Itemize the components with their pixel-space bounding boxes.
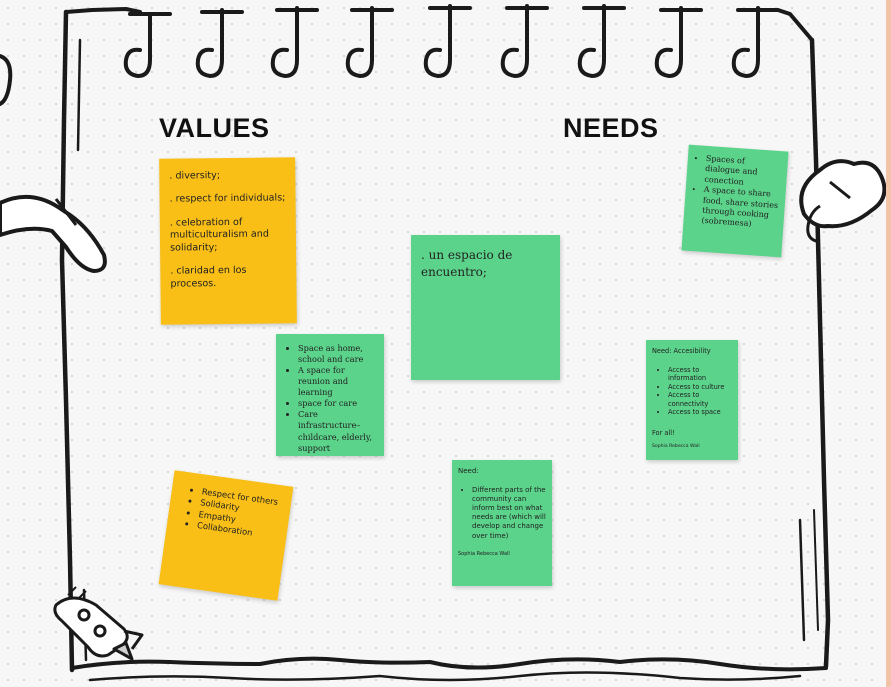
note-text: . un espacio de encuentro; bbox=[421, 248, 513, 279]
list-item: Access to space bbox=[668, 408, 732, 417]
list-item: Access to culture bbox=[668, 383, 732, 392]
note-footer: For all! bbox=[652, 428, 675, 437]
note-title: Need: Accesibility bbox=[652, 347, 711, 355]
list-item: A space to share food, share stories thr… bbox=[701, 185, 780, 232]
list-item: Space as home, school and care bbox=[298, 343, 378, 365]
sticky-note-espacio[interactable]: . un espacio de encuentro; bbox=[411, 235, 560, 380]
sticky-note-respect[interactable]: Respect for others Solidarity Empathy Co… bbox=[158, 470, 294, 601]
needs-heading: NEEDS bbox=[563, 113, 659, 143]
scrollbar-edge bbox=[886, 0, 891, 687]
note-line: . celebration of multiculturalism and so… bbox=[169, 216, 269, 254]
list-item: Access to information bbox=[668, 366, 732, 383]
sticky-note-accessibility[interactable]: Need: Accesibility Access to information… bbox=[646, 340, 738, 460]
note-line: . respect for individuals; bbox=[169, 192, 286, 206]
sticky-note-dialogue[interactable]: Spaces of dialogue and conection A space… bbox=[681, 144, 789, 258]
note-line: . diversity; bbox=[169, 170, 221, 182]
clip-left-icon bbox=[0, 195, 107, 273]
note-title: Need: bbox=[458, 467, 479, 475]
note-line: . claridad en los procesos. bbox=[170, 265, 247, 290]
note-author: Sophia Rebecca Wall bbox=[652, 443, 700, 449]
values-heading: VALUES bbox=[159, 113, 270, 143]
rocket-icon bbox=[53, 586, 144, 661]
sticky-note-space-home[interactable]: Space as home, school and care A space f… bbox=[276, 334, 384, 456]
list-item: Different parts of the community can inf… bbox=[472, 486, 546, 541]
list-item: A space for reunion and learning bbox=[298, 365, 378, 398]
clip-right-icon bbox=[799, 159, 887, 244]
sticky-note-values-list[interactable]: . diversity; . respect for individuals; … bbox=[159, 157, 297, 325]
sticky-note-need-community[interactable]: Need: Different parts of the community c… bbox=[452, 460, 552, 586]
list-item: Access to connectivity bbox=[668, 391, 732, 408]
list-item: space for care bbox=[298, 398, 378, 409]
note-author: Sophia Rebecca Wall bbox=[458, 550, 510, 557]
list-item: Care infrastructure– childcare, elderly,… bbox=[298, 409, 378, 453]
